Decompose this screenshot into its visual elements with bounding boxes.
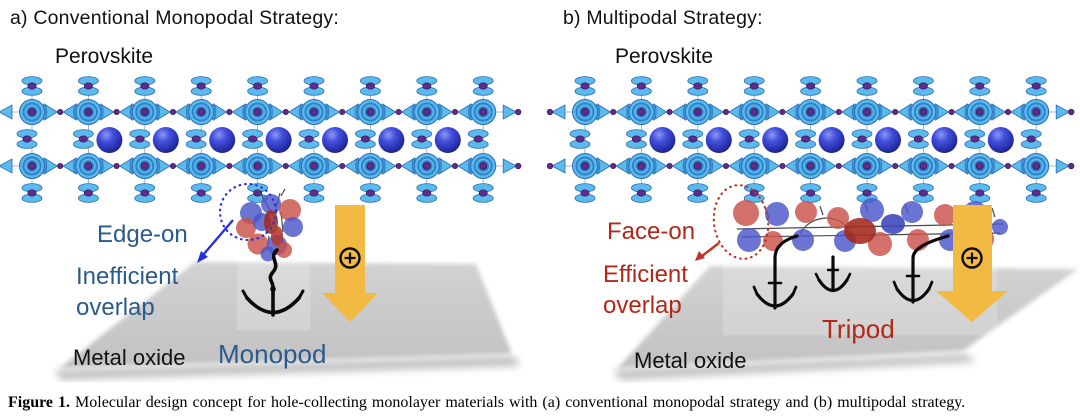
- efficient-overlap-label: Efficient overlap: [603, 259, 688, 321]
- edge-on-pointer-arrow-icon: [197, 219, 234, 263]
- tripod-leg-left: [773, 234, 799, 310]
- alkyl-chain: [268, 248, 279, 289]
- overlap-line-2: overlap: [603, 292, 682, 319]
- figure-caption-number: Figure 1.: [8, 394, 71, 411]
- anchor-arms-icon: [817, 278, 849, 293]
- tripod-label: Tripod: [822, 314, 895, 344]
- tripod-anchor-group: [752, 234, 950, 310]
- perovskite-lattice-b: [546, 76, 1075, 203]
- panel-a-header: a) Conventional Monopodal Strategy:: [10, 7, 339, 29]
- surface-shadow-a: [56, 356, 520, 380]
- edge-on-label: Edge-on: [97, 221, 188, 248]
- surface-plane-a: [60, 262, 512, 368]
- perovskite-label-b: Perovskite: [615, 45, 714, 68]
- inefficient-overlap-label: Inefficient overlap: [76, 261, 178, 323]
- face-on-pointer-arrow-icon: [695, 242, 720, 261]
- figure-caption-text: Molecular design concept for hole-collec…: [70, 394, 966, 411]
- monopod-anchor-group: [241, 248, 305, 317]
- hole-plus-icon-a: [339, 247, 361, 269]
- surface-highlight-b: [722, 242, 998, 336]
- perovskite-lattice-a: [0, 76, 522, 203]
- anchor-arms-icon: [895, 287, 931, 303]
- face-on-label: Face-on: [607, 218, 696, 245]
- face-on-dotted-ellipse-icon: [712, 184, 770, 260]
- anchor-tips-icon: [241, 289, 305, 300]
- anchor-arms-icon: [755, 292, 795, 308]
- figure-caption: Figure 1. Molecular design concept for h…: [8, 394, 1074, 412]
- edge-on-dotted-circle-icon: [218, 182, 278, 242]
- hole-plus-icon-b: [961, 247, 983, 269]
- anchor-tips-icon: [814, 272, 852, 282]
- metal-oxide-label-b: Metal oxide: [634, 348, 747, 373]
- surface-shadow-b: [614, 354, 976, 380]
- overlap-line-1: Efficient: [603, 261, 688, 288]
- panel-b-header: b) Multipodal Strategy:: [563, 7, 763, 29]
- overlap-line-2: overlap: [76, 294, 155, 321]
- monopod-label: Monopod: [218, 339, 327, 369]
- metal-oxide-label-a: Metal oxide: [73, 345, 186, 370]
- perovskite-label-a: Perovskite: [55, 45, 154, 68]
- overlap-line-1: Inefficient: [76, 263, 179, 290]
- anchor-tips-icon: [892, 280, 934, 291]
- tripod-leg-right: [911, 234, 950, 304]
- anchor-arms-icon: [245, 296, 301, 315]
- anchor-tips-icon: [752, 285, 798, 296]
